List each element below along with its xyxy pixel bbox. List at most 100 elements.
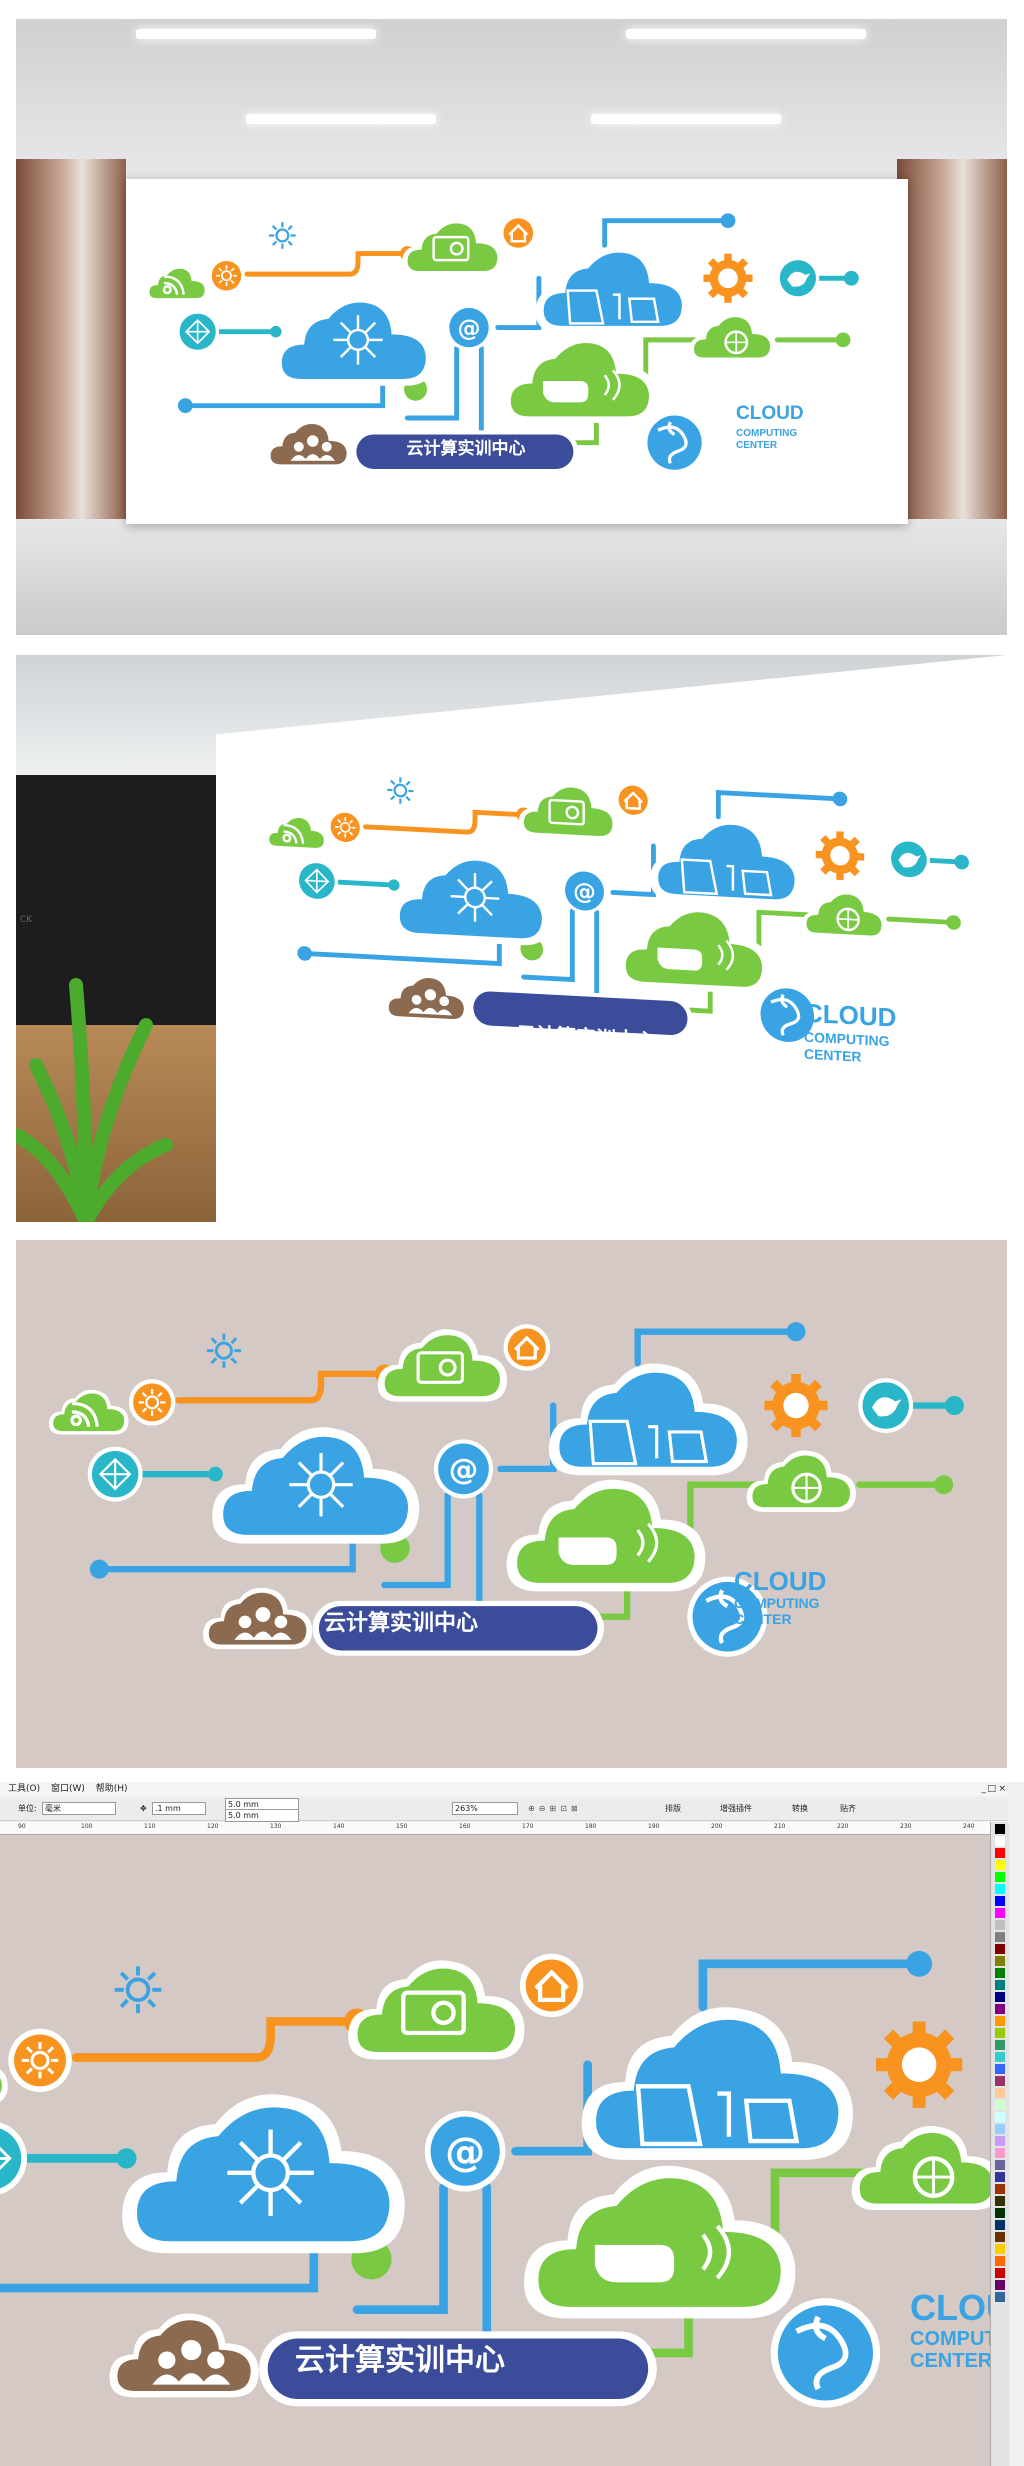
palette-swatch[interactable] [995,2220,1005,2230]
floor [16,519,1007,635]
palette-swatch[interactable] [995,2184,1005,2194]
palette-swatch[interactable] [995,2232,1005,2242]
menu-bar: 工具(O) 窗口(W) 帮助(H) _ □ × [0,1782,1008,1796]
ruler-tick: 240 [963,1823,975,1830]
palette-swatch[interactable] [995,2268,1005,2278]
office-mockup-photo: CK 云计算实训中心 CLOUD COMPUTING CENTER [16,655,1007,1222]
palette-swatch[interactable] [995,1920,1005,1930]
palette-swatch[interactable] [995,2076,1005,2086]
brand-line2: COMPUTING [736,428,797,439]
brand-line1: CLOUD [910,2287,990,2328]
ruler-tick: 180 [585,1823,597,1830]
palette-swatch[interactable] [995,1968,1005,1978]
palette-swatch[interactable] [995,1932,1005,1942]
palette-swatch[interactable] [995,2136,1005,2146]
graphic-title: 云计算实训中心 [407,438,526,459]
palette-swatch[interactable] [995,1860,1005,1870]
ruler-tick: 90 [18,1823,26,1830]
palette-swatch[interactable] [995,1824,1005,1834]
enhance-plugin-button[interactable]: 增强插件 [720,1804,752,1813]
potted-plant [16,978,173,1222]
graphic-title: 云计算实训中心 [324,1610,478,1636]
unit-select[interactable]: 毫米 [42,1802,116,1815]
palette-swatch[interactable] [995,2004,1005,2014]
ruler-tick: 100 [81,1823,93,1830]
palette-swatch[interactable] [995,2256,1005,2266]
color-palette[interactable] [990,1822,1009,2466]
angled-wall: 云计算实训中心 CLOUD COMPUTING CENTER [216,655,1007,1222]
brand-line2: COMPUTING [910,2328,990,2350]
palette-swatch[interactable] [995,2280,1005,2290]
palette-swatch[interactable] [995,2064,1005,2074]
graphic-title: 云计算实训中心 [295,2343,505,2378]
palette-swatch[interactable] [995,1836,1005,1846]
ruler-tick: 200 [711,1823,723,1830]
palette-swatch[interactable] [995,1848,1005,1858]
palette-swatch[interactable] [995,1944,1005,1954]
palette-swatch[interactable] [995,1896,1005,1906]
wood-pillar-left [16,159,126,539]
layout-button[interactable]: 排版 [665,1804,681,1813]
brand-line1: CLOUD [736,403,804,424]
palette-swatch[interactable] [995,1980,1005,1990]
display-wall: 云计算实训中心 CLOUD COMPUTING CENTER [126,179,908,524]
ruler-tick: 190 [648,1823,660,1830]
ruler-tick: 170 [522,1823,534,1830]
brand-line1: CLOUD [734,1566,826,1596]
maximize-button[interactable]: □ [987,1784,996,1794]
convert-button[interactable]: 转换 [792,1804,808,1813]
zoom-select[interactable]: 263% [452,1802,518,1815]
palette-swatch[interactable] [995,1992,1005,2002]
palette-swatch[interactable] [995,1884,1005,1894]
palette-swatch[interactable] [995,2052,1005,2062]
snap-button[interactable]: 贴齐 [840,1804,856,1813]
palette-swatch[interactable] [995,1956,1005,1966]
palette-swatch[interactable] [995,2172,1005,2182]
palette-swatch[interactable] [995,2112,1005,2122]
window-text-fragment: CK [20,915,33,925]
palette-swatch[interactable] [995,2160,1005,2170]
menu-tools[interactable]: 工具(O) [8,1784,41,1794]
cloud-computing-graphic: 云计算实训中心 CLOUD COMPUTING CENTER [16,1240,1007,1768]
menu-window[interactable]: 窗口(W) [50,1784,85,1794]
brand-line1: CLOUD [804,998,896,1033]
brand-line2: COMPUTING [804,1029,890,1049]
cloud-computing-graphic: 云计算实训中心 CLOUD COMPUTING CENTER [126,179,908,524]
ruler-tick: 120 [207,1823,219,1830]
ruler-tick: 140 [333,1823,345,1830]
palette-swatch[interactable] [995,2208,1005,2218]
palette-swatch[interactable] [995,2040,1005,2050]
palette-swatch[interactable] [995,1908,1005,1918]
ceiling-light [591,114,781,124]
palette-swatch[interactable] [995,2028,1005,2038]
horizontal-ruler: 90 100 110 120 130 140 150 160 170 180 1… [0,1822,990,1835]
unit-label: 单位: [18,1804,37,1813]
minimize-button[interactable]: _ [981,1784,987,1794]
palette-swatch[interactable] [995,2148,1005,2158]
nudge-input[interactable]: .1 mm [152,1802,206,1815]
brand-line2: COMPUTING [734,1595,820,1611]
nudge-icon: ✥ [140,1804,147,1813]
palette-swatch[interactable] [995,2196,1005,2206]
ruler-tick: 160 [459,1823,471,1830]
menu-help[interactable]: 帮助(H) [95,1784,128,1794]
zoom-tool-icons[interactable]: ⊕⊖⊞⊡⊠ [528,1804,582,1813]
brand-line3: CENTER [736,440,778,451]
palette-swatch[interactable] [995,2292,1005,2302]
dark-window: CK [16,775,216,1025]
wood-pillar-right [897,159,1007,539]
ruler-tick: 230 [900,1823,912,1830]
palette-swatch[interactable] [995,2016,1005,2026]
drawing-canvas[interactable]: 云计算实训中心 CLOUD COMPUTING CENTER [0,1835,990,2466]
ruler-tick: 150 [396,1823,408,1830]
palette-swatch[interactable] [995,2244,1005,2254]
palette-swatch[interactable] [995,2088,1005,2098]
brand-line3: CENTER [910,2350,990,2372]
close-button[interactable]: × [998,1784,1006,1794]
palette-swatch[interactable] [995,2124,1005,2134]
palette-swatch[interactable] [995,1872,1005,1882]
duplicate-y-input[interactable]: 5.0 mm [225,1809,299,1822]
ceiling-light [136,29,376,39]
ruler-tick: 110 [144,1823,156,1830]
palette-swatch[interactable] [995,2100,1005,2110]
